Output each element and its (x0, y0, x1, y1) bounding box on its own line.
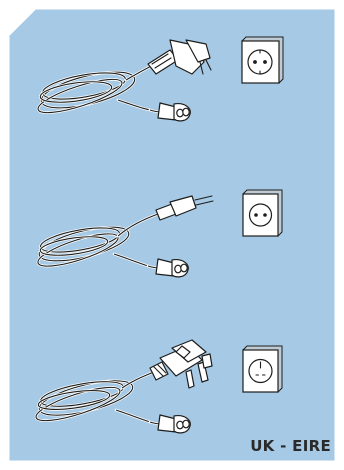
uk-socket-icon (242, 345, 283, 393)
cable-coil-2 (36, 212, 160, 268)
region-label: UK - EIRE (250, 437, 331, 455)
iec-c7-connector-icon (148, 414, 191, 434)
two-pin-socket-icon (242, 189, 283, 237)
cable-coil-1 (36, 60, 162, 114)
power-cord-2 (36, 195, 214, 278)
iec-c7-connector-icon (148, 102, 191, 122)
cable-coil-3 (34, 370, 156, 424)
power-cord-3 (34, 339, 213, 434)
europlug-icon (155, 195, 214, 221)
uk-bs1363-plug-icon (149, 339, 213, 389)
iec-c7-connector-icon (146, 258, 189, 278)
schuko-angled-plug-icon (147, 39, 212, 75)
power-cord-1 (36, 39, 212, 122)
schuko-socket-icon (241, 36, 284, 84)
